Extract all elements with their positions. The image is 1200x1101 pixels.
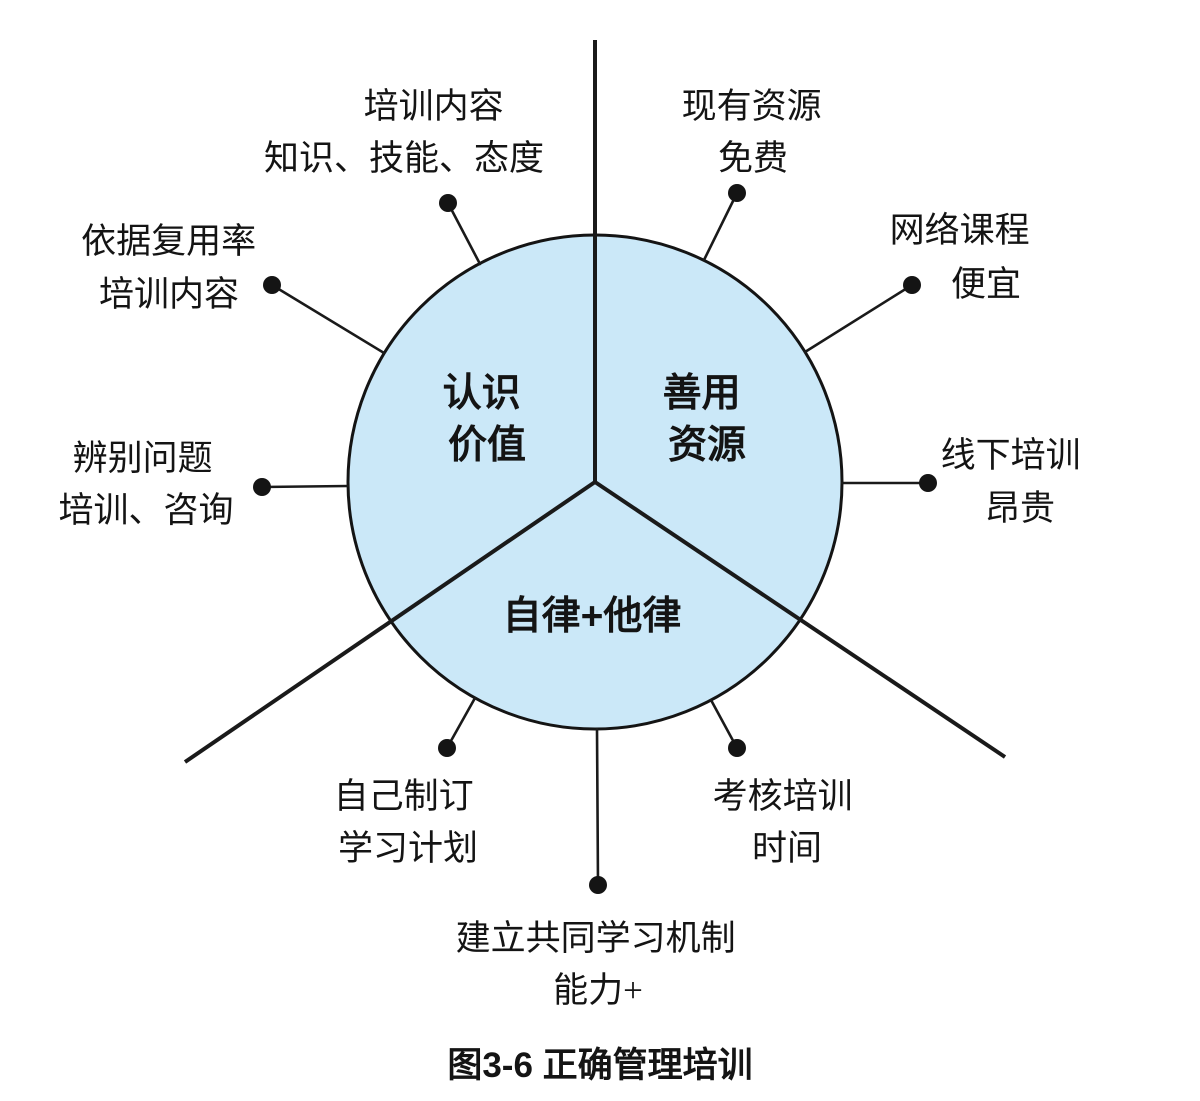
spoke-label-line2: 培训、咨询: [58, 491, 233, 530]
spoke-label-line2: 知识、技能、态度: [264, 139, 544, 178]
spoke-label-line1: 依据复用率: [81, 222, 256, 261]
spoke-label-line1: 考核培训: [713, 777, 853, 816]
spoke-dot: [589, 876, 607, 894]
spoke-line: [446, 201, 482, 266]
spoke-label-line1: 现有资源: [682, 87, 822, 126]
spoke-label-line2: 免费: [718, 139, 788, 178]
spoke-label-line2: 能力+: [553, 971, 643, 1010]
sector-label-use-resources: 善用 资源: [663, 372, 752, 467]
sector-label-line1: 认识: [443, 372, 521, 415]
spoke-label-line2: 昂贵: [985, 489, 1055, 528]
spoke-dot: [439, 194, 457, 212]
spoke-label-line1: 网络课程: [890, 211, 1030, 250]
spoke-label: 依据复用率 培训内容: [81, 222, 265, 314]
sector-label-recognize-value: 认识 价值: [443, 372, 532, 467]
spoke-existing-resources: 现有资源 免费: [682, 87, 831, 262]
spoke-label: 辨别问题 培训、咨询: [58, 439, 233, 530]
spoke-dot: [263, 276, 281, 294]
sector-label-line1: 自律+他律: [503, 595, 682, 638]
spoke-dot: [728, 739, 746, 757]
spoke-label-line1: 自己制订: [334, 777, 474, 816]
spoke-reuse-rate-content: 依据复用率 培训内容: [81, 222, 386, 355]
figure-caption: 图3-6 正确管理培训: [447, 1046, 752, 1085]
sector-labels: 认识 价值 善用 资源 自律+他律: [443, 372, 752, 638]
spoke-label: 建立共同学习机制 能力+: [456, 919, 745, 1010]
spoke-line: [445, 696, 477, 750]
spoke-label: 自己制订 学习计划: [334, 777, 483, 868]
divider-bottom-left: [183, 480, 597, 764]
spoke-label-line1: 建立共同学习机制: [456, 919, 736, 958]
spoke-line: [270, 283, 386, 355]
spoke-label: 网络课程 便宜: [890, 211, 1039, 304]
spoke-label-line1: 线下培训: [941, 436, 1081, 475]
spoke-joint-learning-mechanism: 建立共同学习机制 能力+: [456, 727, 745, 1010]
spoke-dot: [919, 474, 937, 492]
spoke-assess-training-time: 考核培训 时间: [709, 698, 862, 868]
sector-label-line1: 善用: [663, 372, 741, 415]
spoke-label-line2: 学习计划: [338, 829, 478, 868]
spoke-training-content: 培训内容 知识、技能、态度: [264, 87, 544, 266]
spoke-dot: [728, 184, 746, 202]
spoke-dot: [438, 739, 456, 757]
spoke-label: 现有资源 免费: [682, 87, 831, 178]
spoke-label: 线下培训 昂贵: [941, 436, 1090, 528]
spoke-label-line1: 培训内容: [364, 87, 504, 126]
spoke-offline-training: 线下培训 昂贵: [840, 436, 1090, 528]
spoke-label: 培训内容 知识、技能、态度: [264, 87, 544, 178]
spoke-label-line2: 便宜: [951, 265, 1021, 304]
spoke-line: [803, 283, 914, 354]
spoke-label-line2: 培训内容: [99, 275, 239, 314]
spoke-label: 考核培训 时间: [713, 777, 862, 868]
spoke-line: [260, 484, 350, 489]
spoke-line: [595, 727, 600, 887]
spoke-online-courses: 网络课程 便宜: [803, 211, 1039, 354]
sector-dividers: [183, 40, 1007, 764]
sector-label-line2: 价值: [448, 424, 526, 467]
spoke-self-made-plan: 自己制订 学习计划: [334, 696, 483, 868]
sector-label-self-discipline: 自律+他律: [503, 595, 682, 638]
spoke-identify-problems: 辨别问题 培训、咨询: [58, 439, 350, 530]
spoke-line: [702, 191, 739, 262]
spoke-dot: [903, 276, 921, 294]
sector-label-line2: 资源: [668, 424, 746, 467]
spoke-label-line2: 时间: [752, 829, 822, 868]
spoke-label-line1: 辨别问题: [73, 439, 213, 478]
spoke-line: [709, 698, 739, 750]
spoke-dot: [253, 478, 271, 496]
divider-bottom-right: [593, 480, 1007, 759]
